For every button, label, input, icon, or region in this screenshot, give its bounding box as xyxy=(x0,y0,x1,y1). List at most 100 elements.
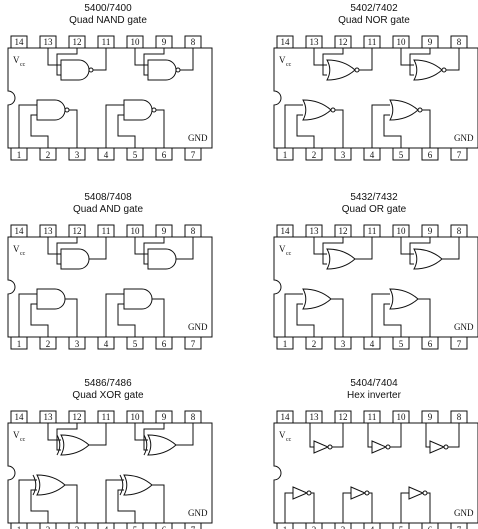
wire xyxy=(335,109,344,148)
vcc-subscript: cc xyxy=(20,251,26,257)
pin-number: 10 xyxy=(397,37,407,47)
chip-description: Hex inverter xyxy=(347,390,402,401)
chip-part-number: 5400/7400 xyxy=(84,3,132,14)
pin-number: 10 xyxy=(397,412,407,422)
pin-number: 13 xyxy=(44,226,54,236)
wire xyxy=(143,423,165,451)
wire xyxy=(367,423,372,448)
gnd-label: GND xyxy=(454,322,474,332)
wire xyxy=(30,303,49,337)
pin-number: 3 xyxy=(341,150,346,160)
pin-number: 14 xyxy=(281,37,291,47)
pin-number: 14 xyxy=(15,37,25,47)
pin-number: 12 xyxy=(339,412,348,422)
pin-number: 11 xyxy=(368,226,377,236)
wire xyxy=(322,48,344,76)
pin-number: 13 xyxy=(310,37,320,47)
chip-description: Quad AND gate xyxy=(73,204,143,215)
gnd-label: GND xyxy=(454,133,474,143)
gate-body xyxy=(147,59,177,81)
chip-body xyxy=(7,47,213,149)
pin-number: 10 xyxy=(131,226,141,236)
gate-body xyxy=(302,99,332,121)
wire xyxy=(355,237,373,260)
pin-number: 7 xyxy=(457,525,462,529)
pin-number: 9 xyxy=(162,412,167,422)
pin-number: 8 xyxy=(191,37,196,47)
pin-number: 1 xyxy=(17,150,22,160)
gate-body xyxy=(60,59,90,81)
gate-body xyxy=(36,474,66,496)
pin-number: 9 xyxy=(162,37,167,47)
pin-number: 2 xyxy=(46,150,51,160)
wire xyxy=(309,423,314,448)
pin-number: 4 xyxy=(104,525,109,529)
vcc-label: V xyxy=(279,430,286,440)
wire xyxy=(296,303,315,337)
wire xyxy=(296,114,315,148)
vcc-subscript: cc xyxy=(286,437,292,443)
wire xyxy=(284,492,293,523)
wire xyxy=(409,48,431,76)
gnd-label: GND xyxy=(454,508,474,518)
wire xyxy=(446,48,460,71)
inversion-bubble xyxy=(441,67,447,73)
inversion-bubble xyxy=(64,107,70,113)
pin-number: 8 xyxy=(457,226,462,236)
wire xyxy=(105,293,124,337)
wire xyxy=(332,423,344,448)
pin-number: 10 xyxy=(397,226,407,236)
pin-number: 2 xyxy=(312,525,317,529)
inversion-bubble xyxy=(330,107,336,113)
pin-number: 6 xyxy=(428,150,433,160)
wire xyxy=(56,48,78,76)
wire xyxy=(284,104,303,148)
pin-number: 8 xyxy=(457,37,462,47)
chip-body xyxy=(7,236,213,338)
pin-number: 6 xyxy=(162,339,167,349)
pin-number: 7 xyxy=(457,150,462,160)
pin-number: 9 xyxy=(428,412,433,422)
gate-body xyxy=(123,99,153,121)
gate-body xyxy=(123,474,153,496)
wire xyxy=(117,303,136,337)
pin-number: 2 xyxy=(46,339,51,349)
vcc-subscript: cc xyxy=(286,62,292,68)
pin-number: 5 xyxy=(133,339,138,349)
gnd-label: GND xyxy=(188,322,208,332)
xor-arc xyxy=(32,474,37,496)
gate-body xyxy=(389,288,419,310)
wire xyxy=(371,293,390,337)
pin-number: 4 xyxy=(370,339,375,349)
wire xyxy=(143,48,165,76)
pin-number: 1 xyxy=(283,150,288,160)
xor-arc xyxy=(143,434,148,456)
wire xyxy=(322,237,344,265)
wire xyxy=(176,423,194,446)
pin-number: 9 xyxy=(162,226,167,236)
pin-number: 2 xyxy=(46,525,51,529)
wire xyxy=(18,479,37,523)
pin-number: 3 xyxy=(75,150,80,160)
inversion-bubble xyxy=(385,444,391,450)
wire xyxy=(427,492,431,523)
pin-number: 6 xyxy=(162,150,167,160)
pin-number: 7 xyxy=(191,339,196,349)
xor-arc xyxy=(56,434,61,456)
pin-number: 11 xyxy=(102,226,111,236)
pin-number: 12 xyxy=(73,226,82,236)
inversion-bubble xyxy=(175,67,181,73)
pin-number: 1 xyxy=(17,339,22,349)
pin-number: 13 xyxy=(44,37,54,47)
chip-part-number: 5402/7402 xyxy=(350,3,398,14)
wire xyxy=(117,114,136,148)
wire xyxy=(56,237,78,265)
inversion-bubble xyxy=(354,67,360,73)
pin-number: 7 xyxy=(457,339,462,349)
pin-number: 3 xyxy=(75,339,80,349)
chip-description: Quad OR gate xyxy=(342,204,407,215)
vcc-subscript: cc xyxy=(20,437,26,443)
wire xyxy=(442,237,460,260)
pin-number: 4 xyxy=(104,339,109,349)
pin-number: 14 xyxy=(15,412,25,422)
